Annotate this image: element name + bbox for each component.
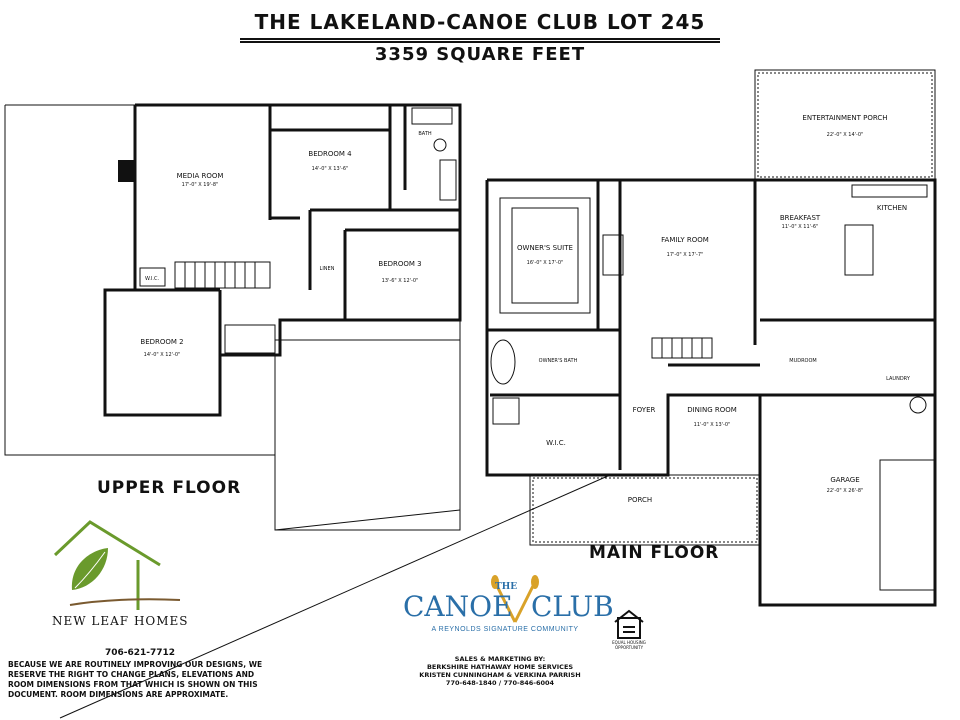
connector-line (59, 474, 611, 719)
sales-line-1: SALES & MARKETING BY: (454, 655, 546, 663)
phone-number: 706-621-7712 (104, 648, 176, 658)
garage-label: GARAGE (830, 476, 859, 484)
main-floor-plan: ENTERTAINMENT PORCH 22'-0" X 14'-0" OWNE… (485, 69, 937, 607)
upper-linen-label: LINEN (320, 266, 335, 272)
media-room-dim: 17'-0" X 19'-8" (182, 182, 219, 188)
family-room-label: FAMILY ROOM (661, 236, 709, 244)
main-wic-label: W.I.C. (546, 439, 566, 447)
canoe-the: THE (495, 582, 518, 592)
title-underline-top (240, 38, 720, 40)
dining-room-label: DINING ROOM (687, 406, 737, 414)
bedroom2-dim: 14'-0" X 12'-0" (144, 352, 181, 358)
leaf-roof-icon (53, 520, 161, 567)
garage-dim: 22'-0" X 26'-8" (827, 488, 864, 494)
title-underline-bottom (240, 41, 720, 43)
sales-line-3: KRISTEN CUNNINGHAM & VERKINA PARRISH (419, 671, 581, 679)
attic-outline-left (4, 105, 275, 456)
upper-stair (174, 261, 271, 289)
media-room-label: MEDIA ROOM (177, 172, 224, 180)
garage-bay (879, 459, 936, 591)
paddle-right-icon (513, 581, 537, 623)
equal-housing-label: EQUAL HOUSING OPPORTUNITY (612, 640, 646, 650)
owners-suite-dim: 16'-0" X 17'-0" (527, 260, 564, 266)
owners-tub (490, 339, 516, 385)
paddle-left-icon (493, 581, 517, 623)
fireplace (602, 234, 624, 276)
paddle-blade-right-icon (531, 575, 539, 589)
main-stair-treads (661, 338, 703, 358)
sales-line-4: 770-648-1840 / 770-846-6004 (445, 679, 555, 687)
chimney-block (118, 160, 135, 182)
upper-floor-plan: MEDIA ROOM 17'-0" X 19'-8" BEDROOM 4 14'… (4, 103, 462, 531)
bedroom4-dim: 14'-0" X 13'-6" (312, 166, 349, 172)
owners-bath-label: OWNER'S BATH (539, 358, 578, 364)
paddle-blade-left-icon (491, 575, 499, 589)
mudroom-label: MUDROOM (789, 358, 816, 364)
wic-closet (139, 267, 166, 287)
entertainment-porch-label: ENTERTAINMENT PORCH (802, 114, 887, 122)
main-floor-label: MAIN FLOOR (589, 543, 720, 563)
page-title: THE LAKELAND-CANOE CLUB LOT 245 (254, 10, 706, 34)
canoe-club-logo (491, 575, 539, 623)
family-room-dim: 17'-0" X 17'-7" (667, 252, 704, 258)
entertainment-porch-outline (754, 69, 936, 181)
bedroom4-label: BEDROOM 4 (308, 150, 352, 158)
water-heater (909, 396, 927, 414)
breakfast-dim: 11'-0" X 11'-6" (782, 224, 819, 230)
front-porch (529, 474, 761, 546)
front-porch-railing (532, 477, 758, 543)
dining-room-dim: 11'-0" X 13'-0" (694, 422, 731, 428)
disclaimer-text: BECAUSE WE ARE ROUTINELY IMPROVING OUR D… (8, 660, 263, 699)
kitchen-label: KITCHEN (877, 204, 907, 212)
bonus-outline (274, 340, 461, 531)
upper-tub (411, 107, 453, 125)
canoe-name-left: CANOE (403, 590, 513, 623)
canoe-name-right: CLUB (531, 590, 614, 623)
breakfast-label: BREAKFAST (780, 214, 821, 222)
owners-suite-tray-inner (511, 207, 579, 304)
upper-bath-2 (224, 324, 276, 354)
branch-icon (69, 598, 181, 606)
upper-stair-treads (184, 262, 256, 288)
square-footage: 3359 SQUARE FEET (374, 44, 586, 65)
sales-line-2: BERKSHIRE HATHAWAY HOME SERVICES (426, 663, 574, 671)
kitchen-counter (851, 184, 928, 198)
upper-wic-label: W.I.C. (145, 276, 160, 282)
entertainment-porch-dim: 22'-0" X 14'-0" (827, 132, 864, 138)
sales-block: SALES & MARKETING BY: BERKSHIRE HATHAWAY… (400, 655, 600, 687)
bedroom2-label: BEDROOM 2 (140, 338, 183, 346)
new-leaf-logo (53, 520, 181, 610)
bonus-outline-diagonal (274, 509, 461, 531)
porch-screen (757, 72, 933, 178)
owners-suite-label: OWNER'S SUITE (517, 244, 573, 252)
owners-shower (492, 397, 520, 425)
leaf-icon (71, 548, 108, 590)
upper-bath-label: BATH (418, 131, 432, 137)
laundry-label: LAUNDRY (886, 376, 911, 382)
porch-label: PORCH (628, 496, 652, 504)
owners-suite-tray (499, 197, 591, 314)
leaf-vein-icon (74, 551, 106, 589)
bedroom3-label: BEDROOM 3 (378, 260, 421, 268)
equal-housing-icon (614, 609, 644, 639)
bedroom3-dim: 13'-6" X 12'-0" (382, 278, 419, 284)
upper-vanity (439, 159, 457, 201)
new-leaf-name: NEW LEAF HOMES (52, 614, 189, 628)
canoe-tagline: A REYNOLDS SIGNATURE COMMUNITY (431, 626, 579, 633)
upper-floor-label: UPPER FLOOR (97, 478, 242, 498)
foyer-label: FOYER (633, 406, 656, 414)
kitchen-island (844, 224, 874, 276)
upper-toilet (433, 138, 447, 152)
